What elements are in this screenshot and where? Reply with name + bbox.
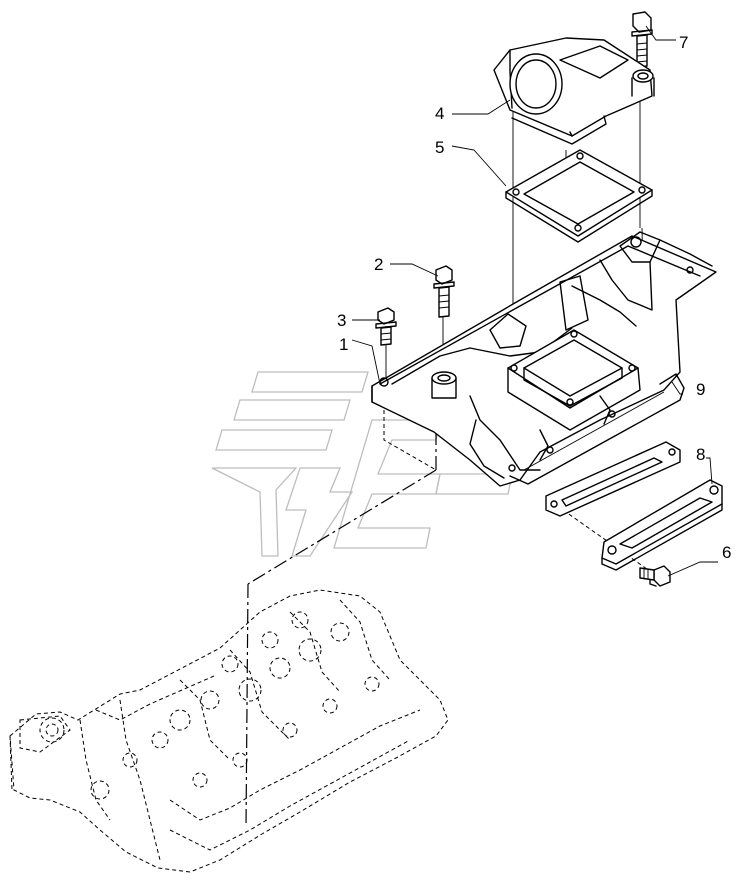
part-5-gasket (505, 149, 653, 243)
callout-1: 1 (339, 335, 348, 354)
callout-6: 6 (722, 543, 731, 562)
part-6-bolt (639, 565, 671, 587)
part-2-bolt (433, 265, 455, 318)
cylinder-head-reference (9, 589, 449, 873)
leader-lines (351, 25, 718, 577)
callout-4: 4 (435, 104, 444, 123)
part-1-intake-manifold (371, 231, 717, 487)
part-4-air-inlet-elbow (493, 37, 655, 145)
part-7-bolt (631, 11, 653, 68)
callout-2: 2 (374, 255, 383, 274)
callout-labels: 1 2 3 4 5 6 7 8 9 (337, 33, 731, 562)
callout-7: 7 (679, 33, 688, 52)
part-3-bolt (375, 307, 397, 346)
part-8-cover-plate (601, 479, 723, 571)
callout-5: 5 (435, 138, 444, 157)
callout-9: 9 (696, 380, 705, 399)
callout-8: 8 (696, 445, 705, 464)
part-9-gasket (545, 441, 681, 517)
callout-3: 3 (337, 311, 346, 330)
